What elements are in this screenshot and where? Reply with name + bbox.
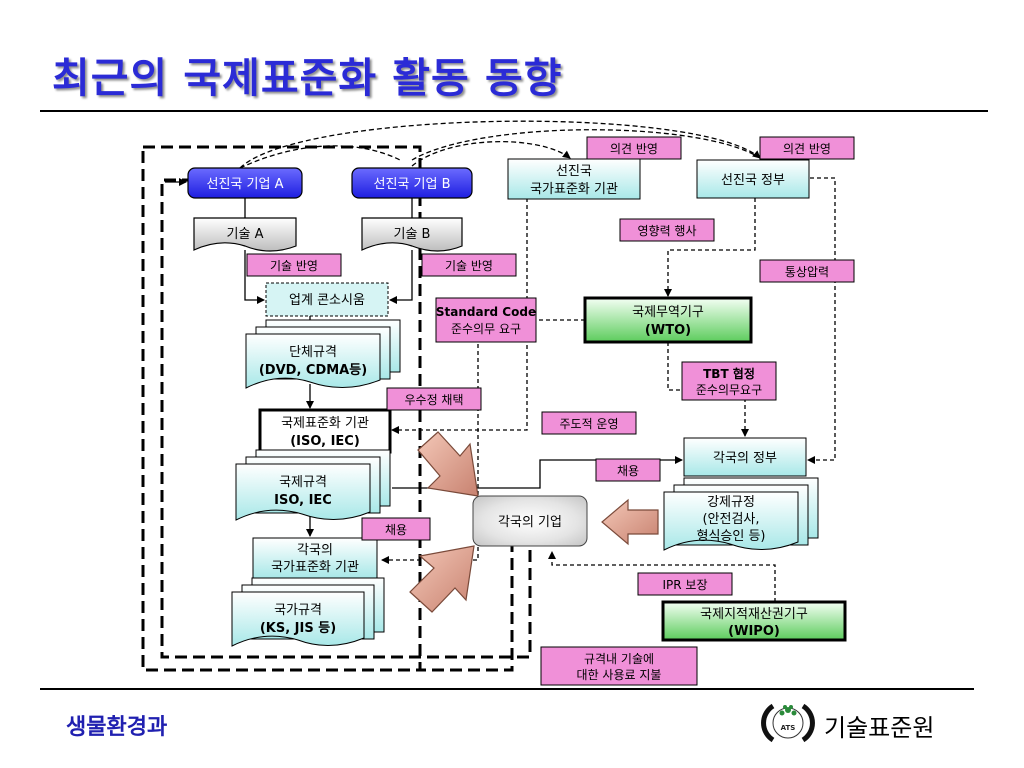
tbt-box bbox=[681, 361, 777, 401]
national-std-node bbox=[231, 577, 385, 647]
influence-label-box bbox=[619, 218, 715, 242]
opinion-label-2: 의견 반영 bbox=[783, 142, 831, 156]
consortium-label: 업계 콘소시움 bbox=[289, 293, 365, 308]
wipo-node bbox=[661, 600, 847, 642]
arc-a-to-gov bbox=[239, 120, 761, 169]
mandatory-line-2: (안전검사, bbox=[702, 512, 759, 527]
footer-divider bbox=[40, 688, 974, 690]
company-b-node bbox=[351, 167, 473, 199]
group-std-line-2: (DVD, CDMA등) bbox=[259, 363, 367, 378]
adv-body-to-intl-dashed bbox=[391, 198, 528, 434]
adopt-excellent-label: 우수정 채택 bbox=[404, 393, 463, 407]
wipo-line-1: 국제지적재산권기구 bbox=[700, 607, 808, 622]
opinion-label-2-box bbox=[759, 136, 855, 160]
block-arrow-down-right bbox=[417, 431, 479, 497]
slide-title: 최근의 국제표준화 활동 동향 bbox=[52, 54, 563, 102]
intl-body-line-1: 국제표준화 기관 bbox=[281, 416, 369, 431]
tech-reflect-b-label: 기술 반영 bbox=[445, 259, 493, 273]
tbt-line-2: 준수의무요구 bbox=[696, 383, 762, 397]
intl-std-line-2: ISO, IEC bbox=[274, 493, 332, 508]
lead-operation-label: 주도적 운영 bbox=[559, 417, 618, 431]
mandatory-reg-node bbox=[663, 477, 819, 551]
each-gov-label: 각국의 정부 bbox=[713, 451, 777, 466]
company-enclosure-outer bbox=[141, 145, 422, 672]
lead-operation-box bbox=[541, 411, 637, 435]
tech-a-label: 기술 A bbox=[227, 227, 264, 242]
royalty-box bbox=[540, 646, 698, 686]
opinion-label-1-box bbox=[586, 136, 682, 160]
footer-department: 생물환경과 bbox=[66, 715, 168, 740]
opinion-label-1: 의견 반영 bbox=[610, 142, 658, 156]
national-std-line-2: (KS, JIS 등) bbox=[260, 621, 336, 636]
wto-line-2: (WTO) bbox=[645, 323, 691, 338]
adv-std-body-line-1: 선진국 bbox=[556, 164, 592, 179]
wipo-line-2: (WIPO) bbox=[728, 624, 780, 639]
mandatory-line-3: 형식승인 등) bbox=[696, 529, 765, 544]
company-b-label: 선진국 기업 B bbox=[374, 177, 451, 192]
each-company-node bbox=[472, 495, 588, 547]
ats-logo-icon: ATS bbox=[761, 703, 815, 743]
trade-pressure-label-box bbox=[759, 259, 855, 283]
intl-std-node bbox=[235, 449, 391, 521]
adopt-2-label: 채용 bbox=[385, 523, 407, 537]
influence-label: 영향력 행사 bbox=[637, 223, 696, 238]
block-arrow-left bbox=[601, 498, 659, 546]
adv-std-body-line-2: 국가표준화 기관 bbox=[530, 182, 618, 197]
ipr-box bbox=[637, 572, 733, 596]
adopt-excellent-box bbox=[386, 387, 482, 411]
standard-code-box bbox=[435, 297, 537, 343]
tech-a-node bbox=[193, 217, 297, 252]
wto-line-1: 국제무역기구 bbox=[632, 305, 704, 320]
tech-reflect-a-label: 기술 반영 bbox=[270, 259, 318, 273]
group-std-line-1: 단체규격 bbox=[289, 345, 337, 360]
royalty-line-2: 대한 사용료 지불 bbox=[577, 668, 662, 682]
title-divider bbox=[40, 110, 988, 112]
ipr-label: IPR 보장 bbox=[662, 578, 707, 592]
company-a-node bbox=[187, 167, 303, 199]
tech-a-to-consortium-arrow bbox=[244, 250, 265, 304]
royalty-line-1: 규격내 기술에 bbox=[584, 652, 654, 666]
intl-body-line-2: (ISO, IEC) bbox=[290, 434, 360, 449]
company-a-label: 선진국 기업 A bbox=[207, 177, 284, 192]
adopt-1-box bbox=[595, 458, 661, 482]
adv-std-body-node bbox=[507, 158, 641, 200]
footer-organization: 기술표준원 bbox=[824, 714, 935, 742]
standard-code-to-national-dashed bbox=[381, 330, 479, 564]
gov-pressure-dashed bbox=[807, 177, 836, 464]
national-std-line-1: 국가규격 bbox=[274, 603, 322, 618]
block-arrow-up-right bbox=[409, 545, 475, 613]
adopt-2-box bbox=[361, 517, 431, 541]
tech-reflect-b-box bbox=[421, 253, 517, 277]
adopt-1-label: 채용 bbox=[617, 464, 639, 478]
intl-std-line-1: 국제규격 bbox=[279, 475, 327, 490]
group-std-node bbox=[245, 319, 401, 389]
tech-b-label: 기술 B bbox=[394, 227, 431, 242]
company-enclosure-inner-right bbox=[420, 540, 514, 672]
national-body-line-2: 국가표준화 기관 bbox=[271, 560, 359, 575]
consortium-node bbox=[265, 282, 389, 317]
tbt-line-1: TBT 협정 bbox=[703, 366, 755, 381]
intl-body-node bbox=[258, 408, 392, 454]
adv-gov-label: 선진국 정부 bbox=[721, 173, 785, 188]
standard-code-line-1: Standard Code bbox=[436, 305, 536, 319]
gov-to-wto-dashed bbox=[664, 198, 756, 297]
wto-node bbox=[583, 296, 753, 344]
arc-a-to-b bbox=[239, 145, 401, 169]
tech-b-to-consortium-arrow bbox=[389, 250, 413, 304]
wipo-to-company-dashed bbox=[548, 551, 776, 602]
mandatory-line-1: 강제규정 bbox=[707, 495, 755, 510]
arc-b-to-body bbox=[411, 141, 571, 167]
tech-reflect-a-box bbox=[246, 253, 342, 277]
standard-code-line-2: 준수의무 요구 bbox=[451, 322, 521, 336]
logo-text: ATS bbox=[781, 724, 796, 732]
each-gov-node bbox=[683, 437, 807, 477]
each-company-label: 각국의 기업 bbox=[498, 515, 562, 530]
arc-b-to-gov bbox=[411, 129, 761, 161]
trade-pressure-label: 통상압력 bbox=[785, 265, 829, 279]
adv-gov-node bbox=[696, 159, 810, 199]
tech-b-node bbox=[361, 217, 463, 252]
national-body-line-1: 각국의 bbox=[297, 543, 333, 558]
